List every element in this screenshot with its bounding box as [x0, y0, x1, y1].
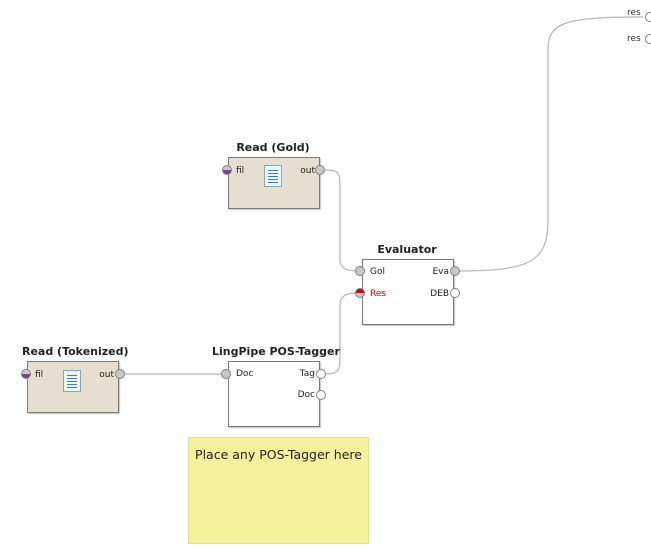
- read-gold-output-label: out: [300, 166, 315, 176]
- pos-tagger-input-label-doc: Doc: [236, 369, 254, 379]
- document-icon: [63, 370, 81, 392]
- sticky-note[interactable]: Place any POS-Tagger here: [188, 437, 369, 544]
- read-tokenized-output-port[interactable]: [115, 369, 125, 379]
- pos-tagger-operator[interactable]: Doc Tag Doc: [228, 361, 320, 427]
- wire-gold-to-evaluator[interactable]: [324, 169, 359, 272]
- evaluator-input-port-result[interactable]: [355, 288, 365, 298]
- pos-tagger-title: LingPipe POS-Tagger: [212, 345, 340, 358]
- document-icon: [264, 165, 282, 187]
- result-port-label-1: res: [627, 8, 641, 18]
- read-gold-operator[interactable]: fil out: [228, 157, 320, 209]
- evaluator-input-label-result: Res: [370, 289, 387, 299]
- pos-tagger-output-port-tag[interactable]: [316, 369, 326, 379]
- read-gold-output-port[interactable]: [315, 165, 325, 175]
- result-port-label-2: res: [627, 34, 641, 44]
- evaluator-operator[interactable]: Gol Res Eva DEB: [362, 259, 454, 325]
- evaluator-output-label-debug: DEB: [430, 289, 449, 299]
- wire-evaluator-to-result[interactable]: [457, 16, 644, 272]
- read-tokenized-input-label: fil: [35, 370, 44, 380]
- evaluator-output-port-debug[interactable]: [450, 288, 460, 298]
- pos-tagger-output-label-tag: Tag: [299, 369, 315, 379]
- read-gold-title: Read (Gold): [236, 141, 310, 154]
- evaluator-title: Evaluator: [377, 243, 437, 256]
- result-port-2[interactable]: [645, 34, 651, 44]
- wire-tagger-to-evaluator[interactable]: [324, 292, 359, 375]
- read-tokenized-operator[interactable]: fil out: [27, 361, 119, 413]
- read-tokenized-input-port[interactable]: [21, 369, 31, 379]
- sticky-note-text: Place any POS-Tagger here: [195, 447, 362, 462]
- evaluator-output-label-eval: Eva: [432, 267, 449, 277]
- read-gold-input-port[interactable]: [222, 165, 232, 175]
- pos-tagger-output-label-doc: Doc: [297, 390, 315, 400]
- read-gold-input-label: fil: [236, 166, 245, 176]
- pos-tagger-output-port-doc[interactable]: [316, 390, 326, 400]
- evaluator-input-port-gold[interactable]: [355, 266, 365, 276]
- read-tokenized-title: Read (Tokenized): [22, 345, 129, 358]
- evaluator-input-label-gold: Gol: [370, 267, 385, 277]
- pos-tagger-input-port-doc[interactable]: [221, 369, 231, 379]
- result-port-1[interactable]: [645, 12, 651, 22]
- read-tokenized-output-label: out: [99, 370, 114, 380]
- evaluator-output-port-eval[interactable]: [450, 266, 460, 276]
